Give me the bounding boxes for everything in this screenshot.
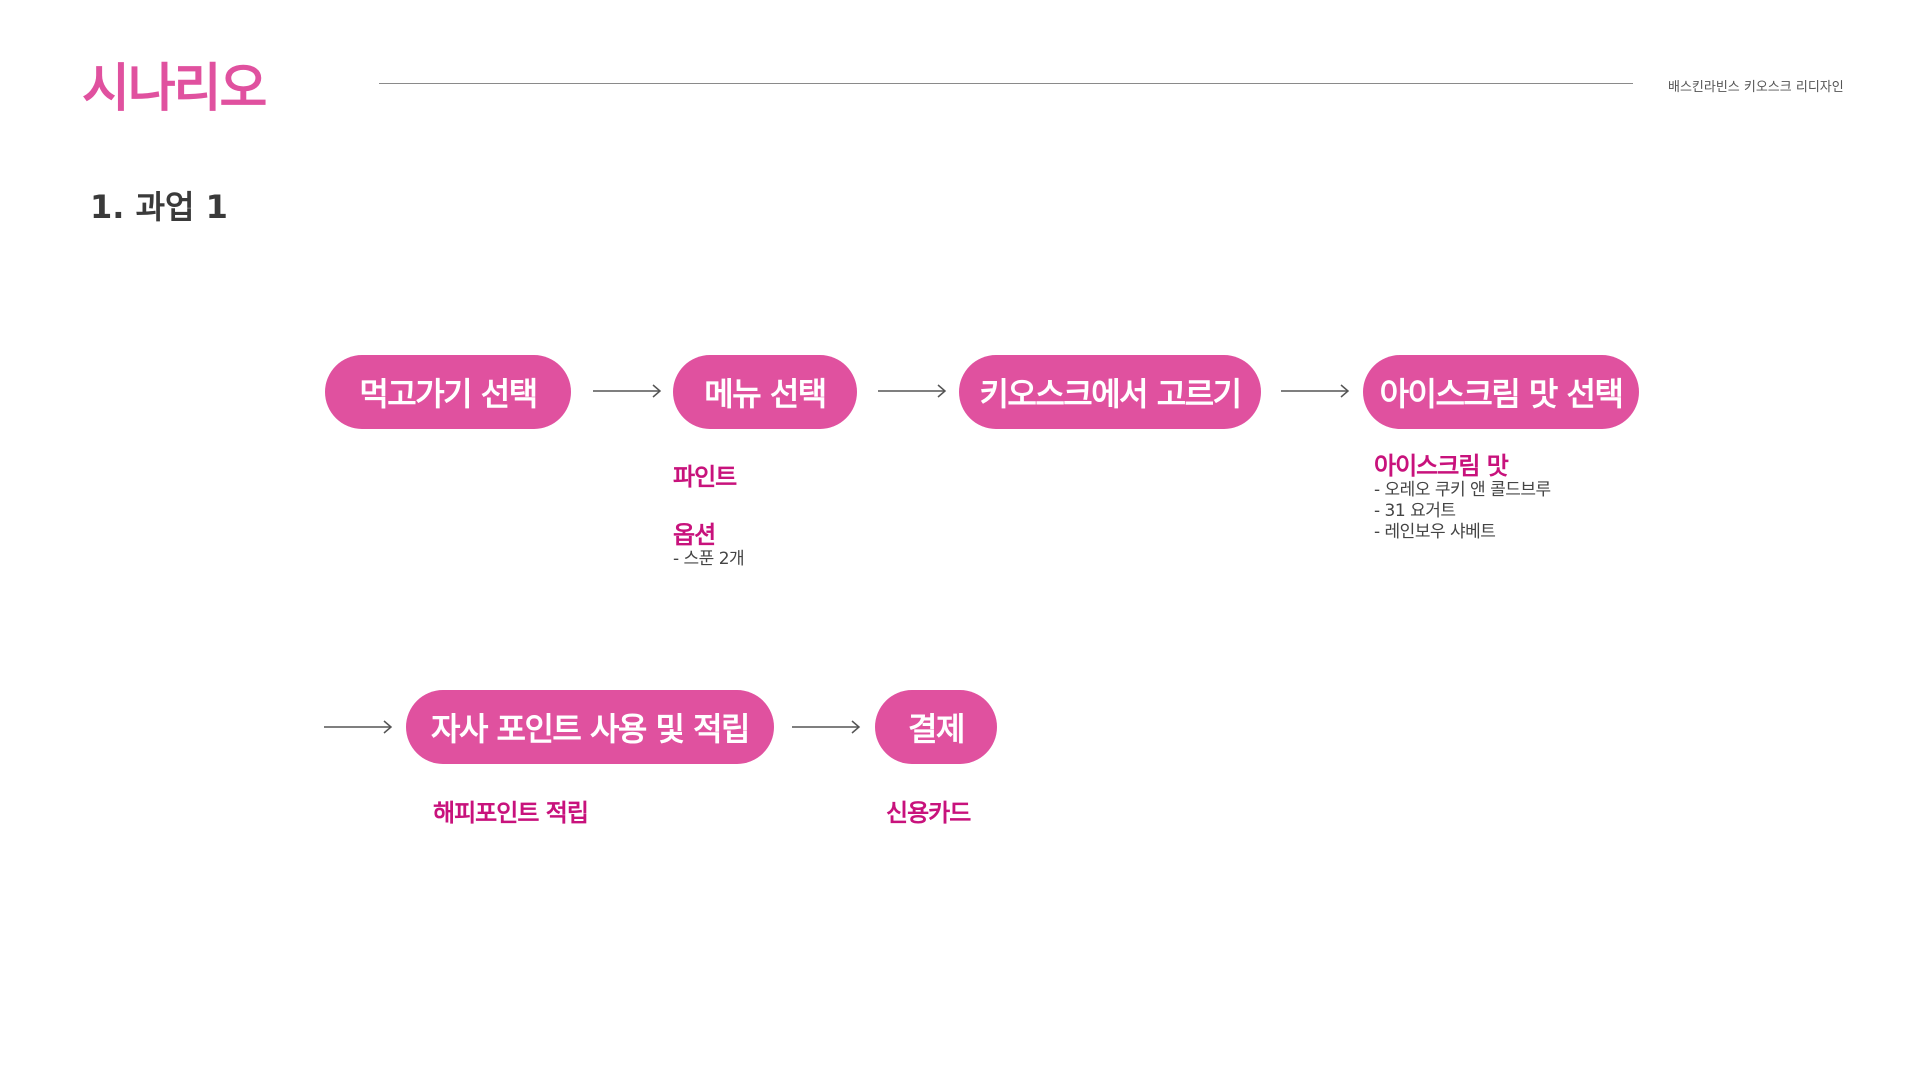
payment-note: 신용카드 [886,799,971,827]
menu-note: 파인트 옵션 - 스푼 2개 [673,463,745,570]
flavor-note: 아이스크림 맛 - 오레오 쿠키 앤 콜드브루 - 31 요거트 - 레인보우 … [1374,452,1551,543]
step-flavor-select: 아이스크림 맛 선택 [1363,355,1639,429]
page-title: 시나리오 [82,59,267,119]
points-note-head: 해피포인트 적립 [433,799,589,827]
step-points: 자사 포인트 사용 및 적립 [406,690,774,764]
flavor-note-head: 아이스크림 맛 [1374,452,1509,480]
payment-note-head: 신용카드 [886,799,971,827]
arrow-right-icon [878,384,947,398]
header-divider [379,83,1633,84]
header-caption: 배스킨라빈스 키오스크 리디자인 [1668,80,1844,95]
arrow-right-icon [593,384,662,398]
menu-note-pint: 파인트 [673,463,737,491]
flavor-note-item: - 오레오 쿠키 앤 콜드브루 [1374,480,1551,500]
arrow-right-icon [792,720,861,734]
flavor-note-item: - 레인보우 샤베트 [1374,522,1496,542]
arrow-right-icon [324,720,393,734]
points-note: 해피포인트 적립 [433,799,589,827]
menu-note-option-item: - 스푼 2개 [673,549,745,569]
menu-note-options-head: 옵션 [673,521,716,549]
flavor-note-item: - 31 요거트 [1374,501,1456,521]
arrow-right-icon [1281,384,1350,398]
section-title: 1. 과업 1 [90,188,228,226]
step-kiosk-choose: 키오스크에서 고르기 [959,355,1261,429]
step-menu-select: 메뉴 선택 [673,355,857,429]
step-payment: 결제 [875,690,997,764]
step-dine-in: 먹고가기 선택 [325,355,571,429]
